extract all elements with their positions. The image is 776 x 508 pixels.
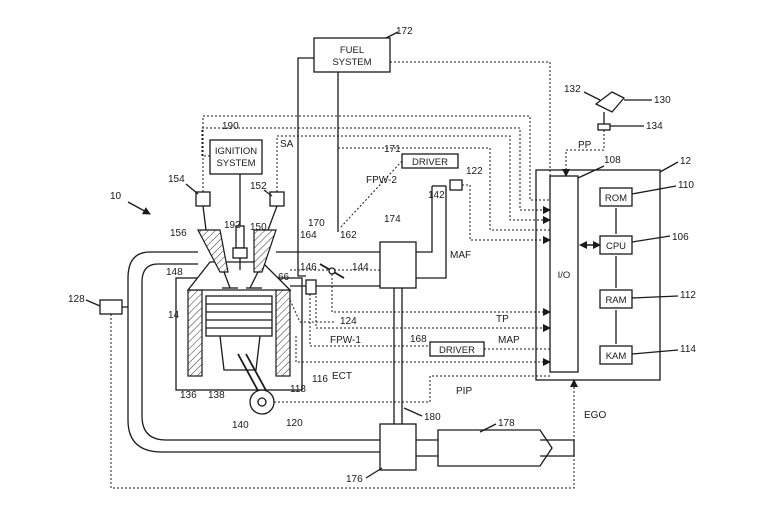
io-label: I/O [558, 270, 571, 281]
ref-162: 162 [340, 230, 357, 241]
ref-152: 152 [250, 181, 267, 192]
ref-144: 144 [352, 262, 369, 273]
maf-sensor [449, 179, 463, 191]
ref-124: 124 [340, 316, 357, 327]
driver-top-block: DRIVER [401, 153, 459, 169]
signal-pip: PIP [456, 386, 472, 397]
ref-156: 156 [170, 228, 187, 239]
ram-label: RAM [605, 295, 626, 306]
intake-duct [416, 185, 447, 279]
ref-150: 150 [250, 222, 267, 233]
ref-136: 136 [180, 390, 197, 401]
signal-maf: MAF [450, 250, 471, 261]
ref-190: 190 [222, 121, 239, 132]
ref-108: 108 [604, 155, 621, 166]
exhaust-valve [197, 229, 238, 289]
ref-138: 138 [208, 390, 225, 401]
exhaust-cam-sensor [195, 191, 211, 207]
signal-ego: EGO [584, 410, 606, 421]
turbo-shaft [393, 288, 403, 424]
ignition-label-2: SYSTEM [216, 158, 255, 169]
ref-154: 154 [168, 174, 185, 185]
intake-valve [246, 229, 277, 289]
fuel-line-port [297, 57, 314, 277]
fuel-system-block: FUEL SYSTEM [313, 37, 391, 73]
signal-map: MAP [498, 335, 520, 346]
ref-118: 118 [290, 384, 306, 395]
ref-120: 120 [286, 418, 303, 429]
catalyst [437, 429, 575, 467]
driver-bottom-label: DRIVER [439, 345, 475, 356]
driver-top-label: DRIVER [412, 157, 448, 168]
driver-bottom-block: DRIVER [429, 341, 485, 357]
ref-148: 148 [166, 267, 183, 278]
cpu-label: CPU [606, 241, 626, 252]
ref-12: 12 [680, 156, 692, 167]
ignition-system-block: IGNITION SYSTEM [209, 139, 263, 175]
ref-140: 140 [232, 420, 249, 431]
ego-sensor [99, 299, 123, 315]
ref-142: 142 [428, 190, 445, 201]
turbine [379, 423, 417, 471]
signal-labels: SA FPW-2 MAF TP MAP FPW-1 ECT PIP EGO PP [280, 139, 606, 421]
ref-106: 106 [672, 232, 689, 243]
bus-arrows [579, 208, 617, 344]
ref-176: 176 [346, 474, 363, 485]
ref-110: 110 [678, 180, 694, 191]
ref-14: 14 [168, 310, 180, 321]
ref-130: 130 [654, 95, 671, 106]
ref-170: 170 [308, 218, 325, 229]
signal-sa: SA [280, 139, 294, 150]
exhaust-manifold [127, 251, 380, 453]
ref-174: 174 [384, 214, 401, 225]
signal-tp: TP [496, 314, 509, 325]
intake-cam-sensor [269, 191, 285, 207]
fuel-injector [305, 279, 317, 295]
ref-192: 192 [224, 220, 241, 231]
ref-128: 128 [68, 294, 85, 305]
rom-label: ROM [605, 193, 627, 204]
ref-178: 178 [498, 418, 515, 429]
ref-10: 10 [110, 191, 122, 202]
reference-numerals: 10 12 14 106 108 110 112 114 116 118 120… [68, 26, 696, 485]
ignition-label-1: IGNITION [215, 146, 257, 157]
fuel-system-label-2: SYSTEM [332, 57, 371, 68]
ref-114: 114 [680, 344, 696, 355]
ref-134: 134 [646, 121, 663, 132]
crankshaft [237, 353, 275, 415]
ref-168: 168 [410, 334, 427, 345]
ref-116: 116 [312, 374, 328, 385]
ref-122: 122 [466, 166, 483, 177]
ref-172: 172 [396, 26, 413, 37]
fuel-system-label-1: FUEL [340, 45, 364, 56]
compressor [379, 241, 417, 289]
signal-lines [110, 61, 605, 489]
ref-166: 66 [278, 272, 290, 283]
controller-block: I/O ROM CPU RAM KAM [535, 169, 661, 381]
signal-ect: ECT [332, 371, 352, 382]
ref-112: 112 [680, 290, 696, 301]
ref-132: 132 [564, 84, 581, 95]
signal-pp: PP [578, 140, 592, 151]
signal-fpw1: FPW-1 [330, 335, 361, 346]
ref-146: 146 [300, 262, 317, 273]
ref-171: 171 [384, 144, 401, 155]
accelerator-pedal [594, 91, 626, 131]
kam-label: KAM [606, 351, 627, 362]
ref-180: 180 [424, 412, 441, 423]
exhaust-pipe [416, 439, 438, 457]
signal-fpw2: FPW-2 [366, 175, 397, 186]
ref-164: 164 [300, 230, 317, 241]
piston [205, 295, 273, 371]
